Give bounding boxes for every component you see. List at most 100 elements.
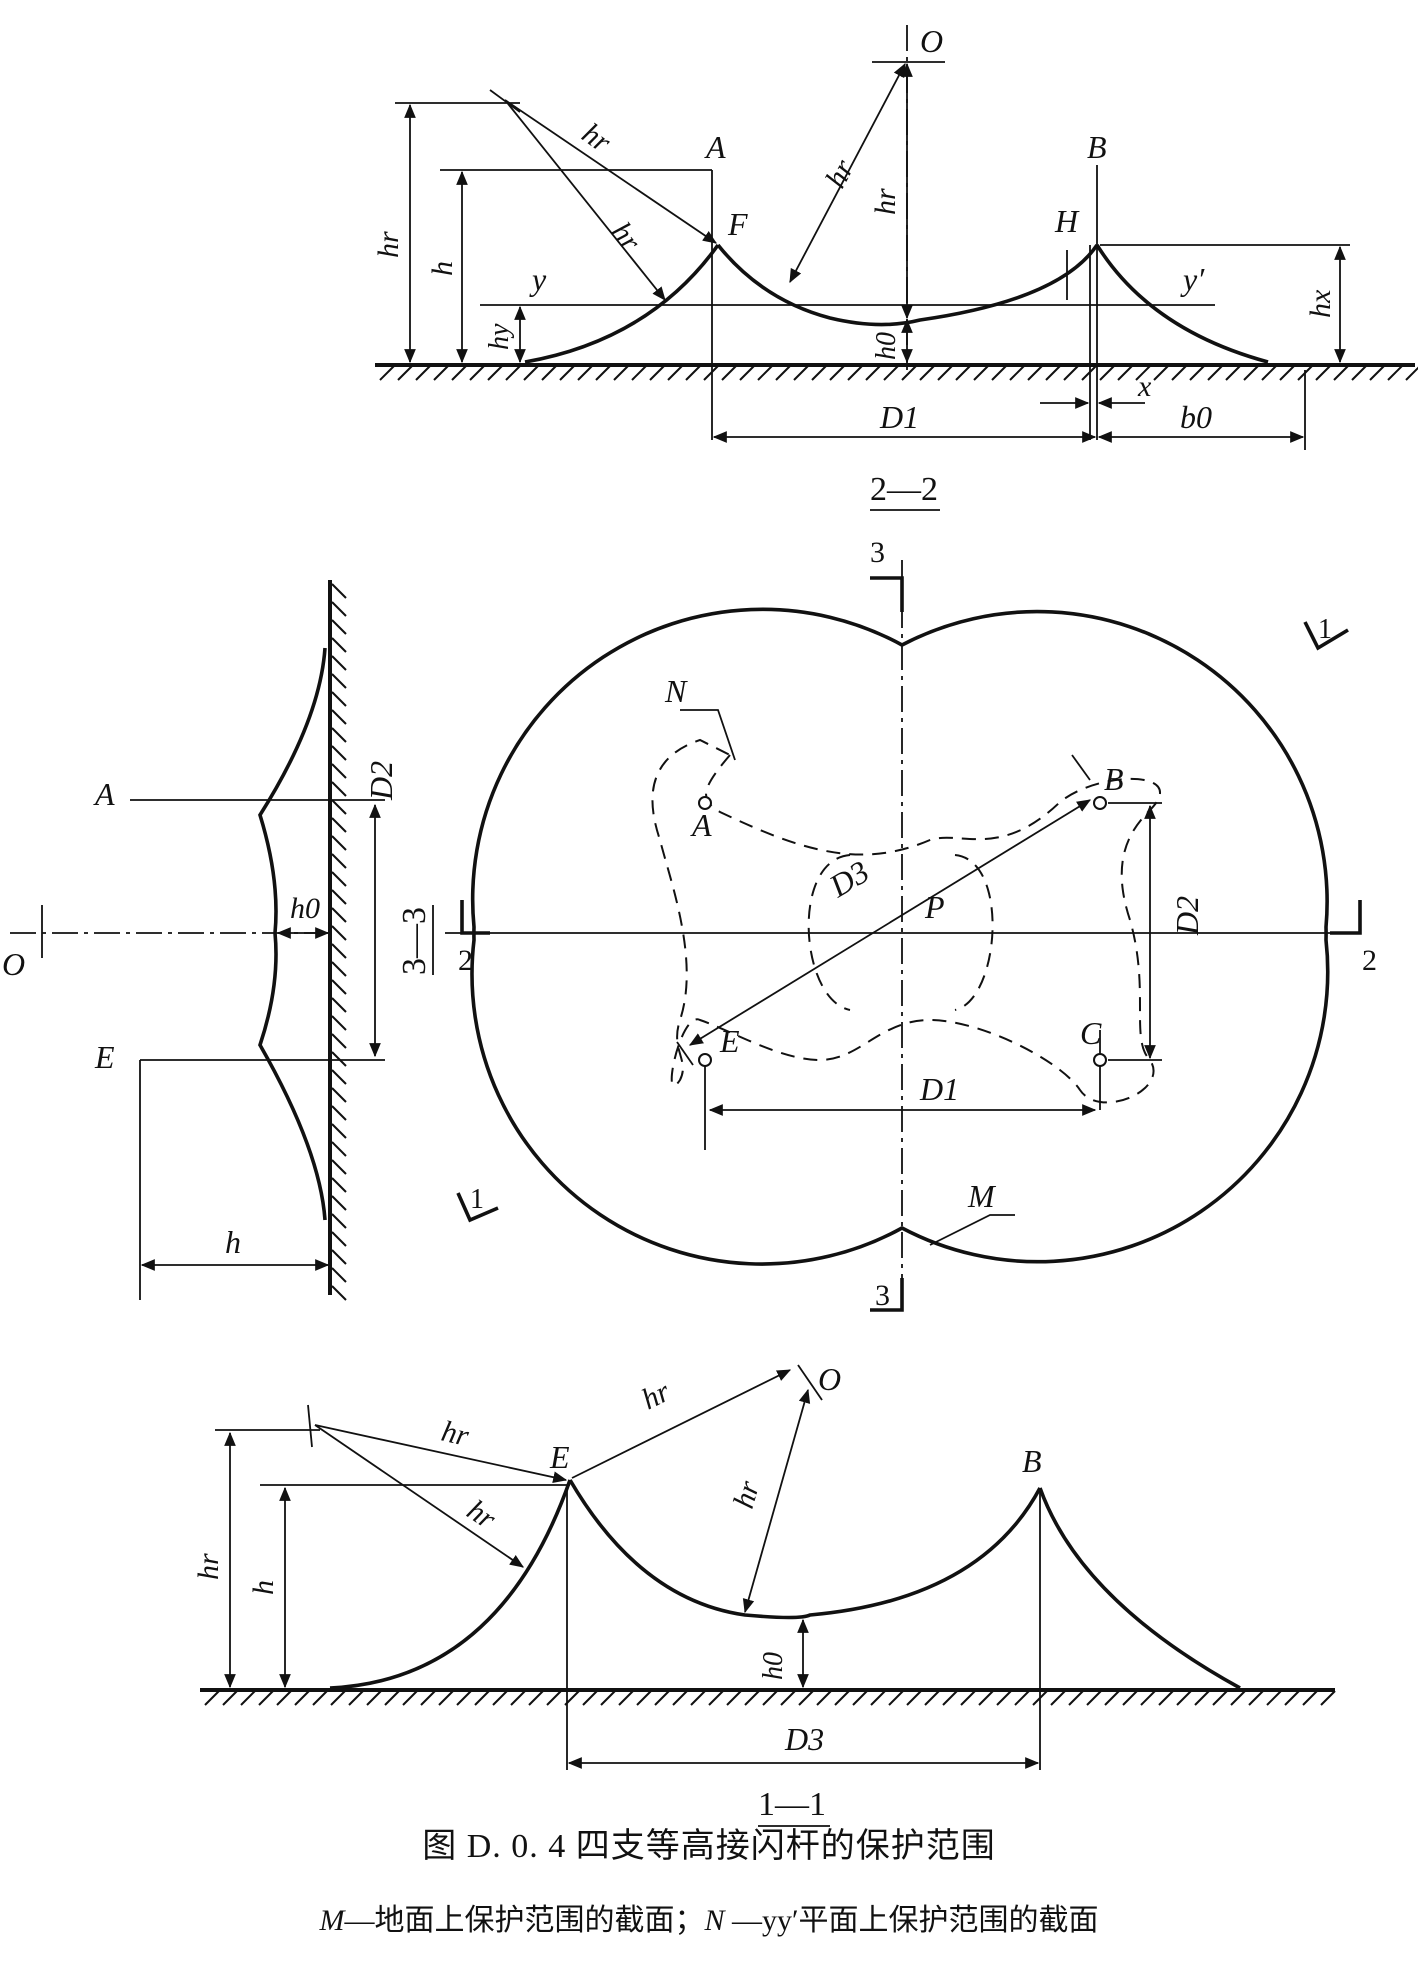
hatch-stroke: [1104, 1690, 1120, 1706]
hatch-stroke: [1140, 1690, 1156, 1706]
hatch-stroke: [331, 1195, 347, 1211]
hatch-stroke: [1387, 365, 1403, 381]
label-y-prime: y′: [1180, 261, 1205, 297]
hatch-stroke: [294, 1690, 310, 1706]
hatch-stroke: [331, 1123, 347, 1139]
side-label-h0: h0: [290, 892, 320, 925]
hatch-stroke: [1117, 365, 1133, 381]
cut-mark-1-top: [1303, 621, 1349, 651]
hatch-stroke: [1068, 1690, 1084, 1706]
bottom-label-hr-3: hr: [637, 1375, 676, 1416]
rod-point-E: [698, 1053, 712, 1067]
hatch-stroke: [924, 1690, 940, 1706]
dim-bottom-hr-diag-2: [314, 1424, 524, 1568]
hatch-stroke: [331, 871, 347, 887]
hatch-stroke: [1194, 1690, 1210, 1706]
hatch-stroke: [1261, 365, 1277, 381]
rod-point-C: [1093, 1053, 1107, 1067]
hatch-stroke: [613, 365, 629, 381]
hatch-stroke: [1045, 365, 1061, 381]
hatch-stroke: [672, 1690, 688, 1706]
hatch-stroke: [331, 1159, 347, 1175]
label-b0: b0: [1180, 399, 1212, 435]
section-label-1-1: 1—1: [758, 1786, 826, 1823]
hatch-stroke: [331, 601, 347, 617]
label-A: A: [704, 129, 726, 165]
hatch-stroke: [331, 619, 347, 635]
cut-label-2-right: 2: [1362, 944, 1377, 977]
bottom-o-tick: [797, 1364, 823, 1401]
hatch-stroke: [721, 365, 737, 381]
label-plan-D2: D2: [1169, 896, 1205, 936]
bottom-protection-curve-left: [329, 1479, 572, 1690]
hatch-stroke: [348, 1690, 364, 1706]
hatch-stroke: [618, 1690, 634, 1706]
hatch-stroke: [870, 1690, 886, 1706]
hatch-stroke: [222, 1690, 238, 1706]
hatch-stroke: [1153, 365, 1169, 381]
rod-point-B: [1093, 796, 1107, 810]
side-label-D2: D2: [363, 761, 399, 801]
hatch-stroke: [726, 1690, 742, 1706]
section-1-1: E B O hr h hr hr hr hr h0 D3 1—1: [192, 1361, 1336, 1827]
hatch-stroke: [510, 1690, 526, 1706]
hatch-stroke: [240, 1690, 256, 1706]
hatch-stroke: [331, 1285, 347, 1301]
label-B: B: [1087, 129, 1107, 165]
bottom-label-hr-left: hr: [192, 1553, 225, 1580]
hatch-stroke: [331, 1069, 347, 1085]
label-N: N: [664, 673, 688, 709]
hatch-stroke: [991, 365, 1007, 381]
hatch-stroke: [1405, 366, 1418, 381]
dim-hr-diag-3: [789, 62, 906, 284]
hatch-stroke: [331, 1051, 347, 1067]
hatch-stroke: [258, 1690, 274, 1706]
hatch-stroke: [816, 1690, 832, 1706]
hatch-stroke: [1189, 365, 1205, 381]
hatch-stroke: [487, 365, 503, 381]
hatch-stroke: [595, 365, 611, 381]
label-hr-left: hr: [372, 231, 405, 258]
bottom-label-hr-4: hr: [727, 1477, 766, 1512]
legend-m-text: —地面上保护范围的截面；: [344, 1904, 705, 1937]
label-H: H: [1054, 203, 1080, 239]
side-protection-curve: [258, 647, 327, 1221]
bottom-hr-tick: [307, 1404, 313, 1448]
hatch-stroke: [366, 1690, 382, 1706]
hatch-stroke: [312, 1690, 328, 1706]
hatch-stroke: [901, 365, 917, 381]
side-label-E: E: [94, 1039, 115, 1075]
hatch-stroke: [433, 365, 449, 381]
bottom-protection-curve-right: [1038, 1487, 1241, 1690]
cut-mark-2-left: [460, 900, 490, 935]
legend-m-key: M: [319, 1904, 345, 1937]
label-O: O: [920, 23, 943, 59]
hatch-stroke: [1302, 1690, 1318, 1706]
hatch-stroke: [331, 1087, 347, 1103]
hatch-stroke: [331, 961, 347, 977]
hatch-stroke: [636, 1690, 652, 1706]
hatch-stroke: [1225, 365, 1241, 381]
label-M: M: [967, 1178, 997, 1214]
hatch-stroke: [523, 365, 539, 381]
hatch-stroke: [577, 365, 593, 381]
label-plan-P: P: [924, 889, 945, 925]
hatch-stroke: [1351, 365, 1367, 381]
hatch-stroke: [834, 1690, 850, 1706]
hatch-stroke: [852, 1690, 868, 1706]
dim-bottom-hr-diag-4: [742, 1388, 811, 1614]
hatch-stroke: [438, 1690, 454, 1706]
hatch-stroke: [757, 365, 773, 381]
label-y: y: [529, 261, 547, 297]
bottom-label-E: E: [549, 1439, 570, 1475]
hatch-stroke: [331, 655, 347, 671]
leader-N: [680, 709, 736, 761]
cut-label-1-top: 1: [1318, 614, 1332, 645]
hatch-stroke: [474, 1690, 490, 1706]
cut-mark-2-right: [1330, 900, 1362, 935]
hatch-stroke: [1014, 1690, 1030, 1706]
hatch-stroke: [780, 1690, 796, 1706]
hatch-stroke: [600, 1690, 616, 1706]
hatch-stroke: [793, 365, 809, 381]
